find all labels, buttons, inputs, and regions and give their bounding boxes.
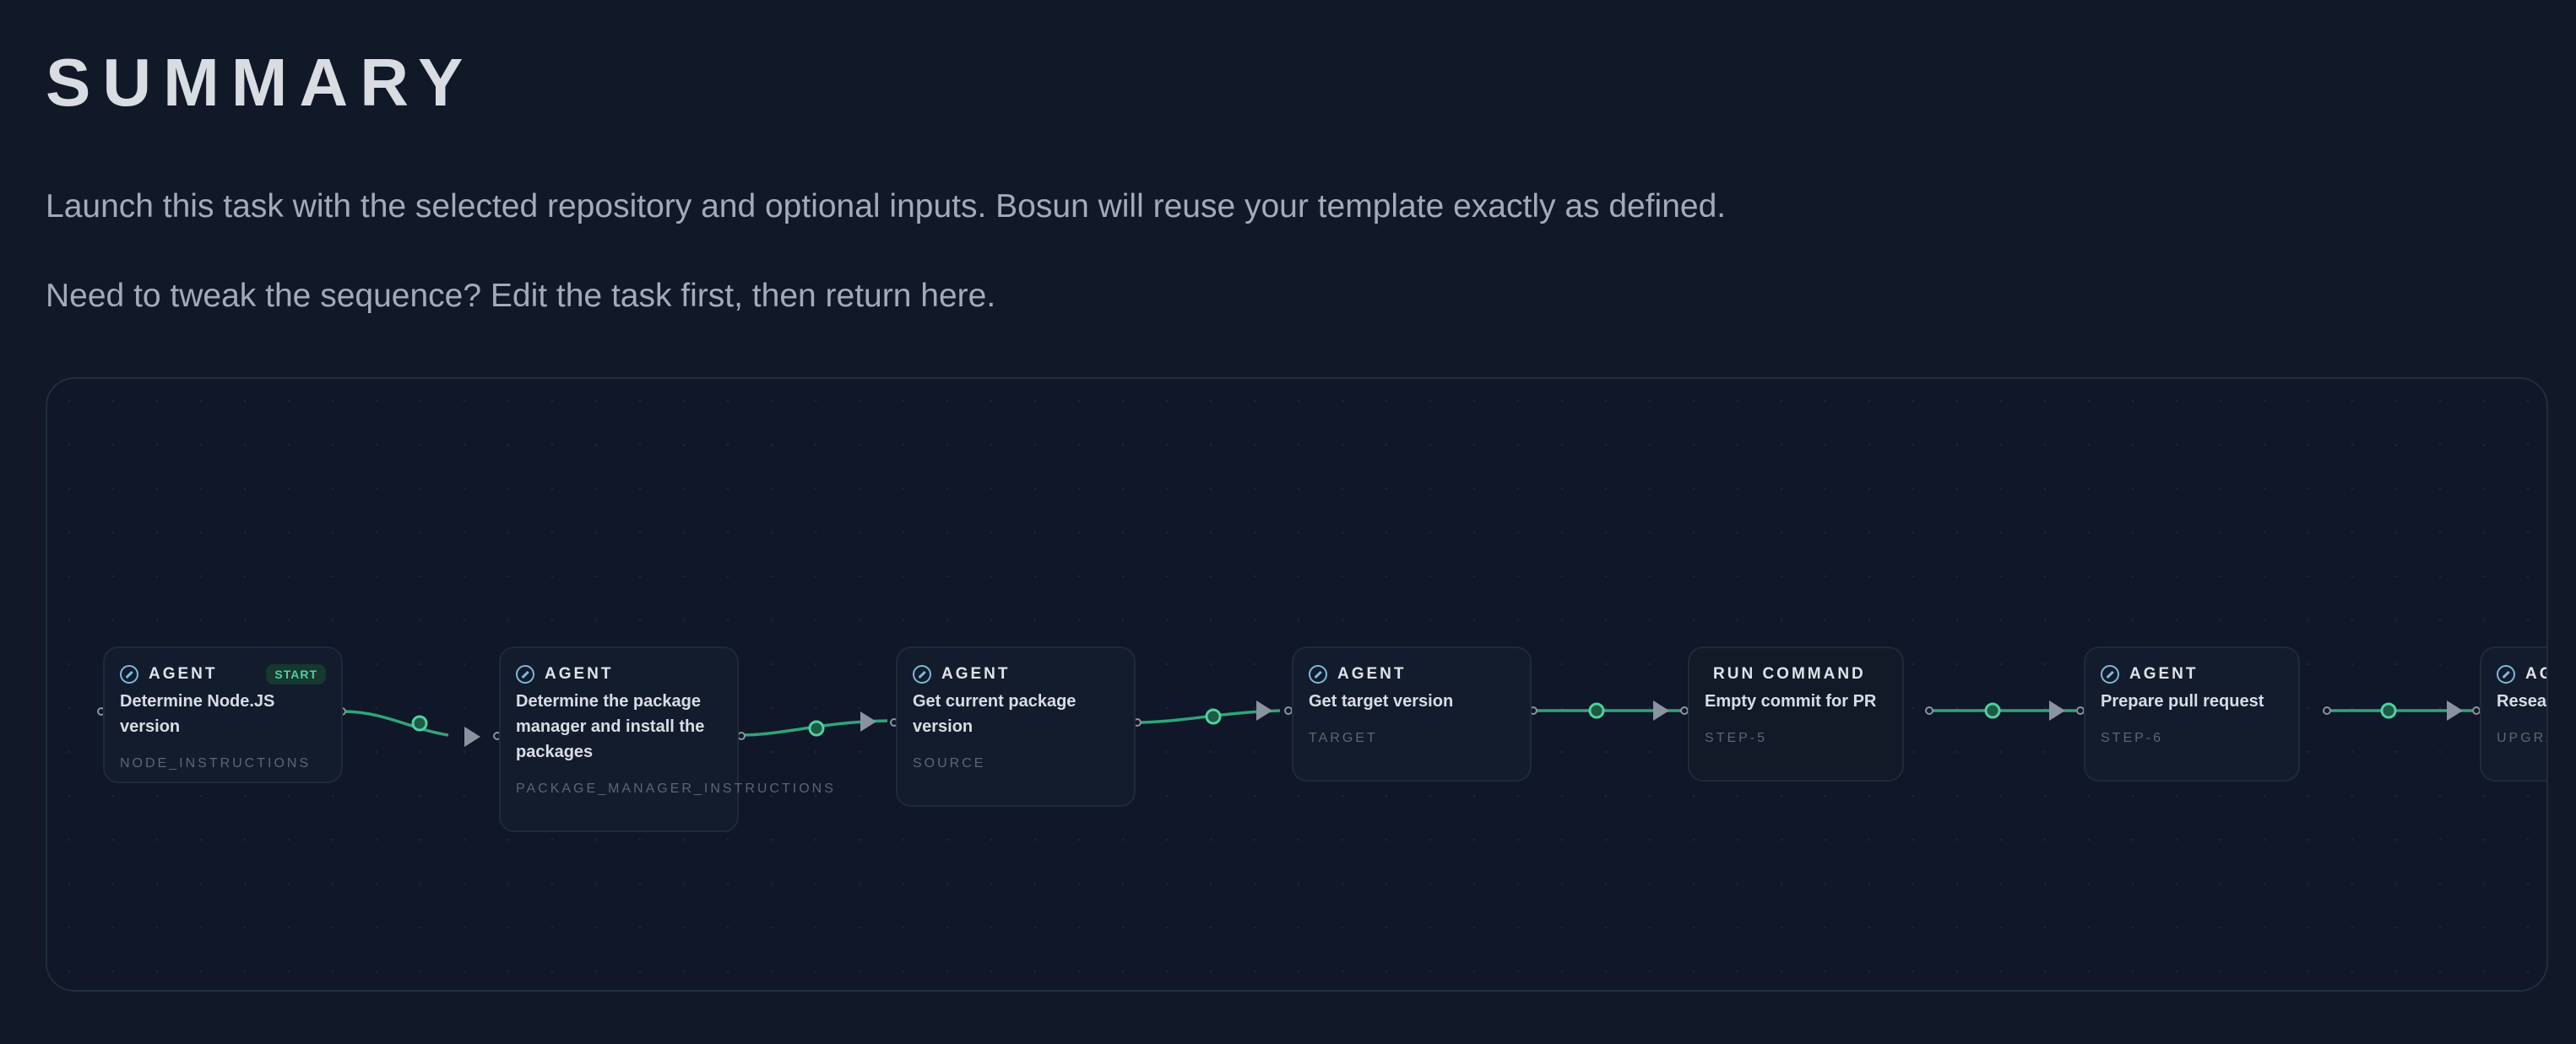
flow-edges (97, 701, 2481, 747)
edge-handle-2[interactable] (808, 720, 825, 737)
flow-node-2[interactable]: AGENT Determine the package manager and … (499, 646, 836, 832)
arrow-1 (464, 727, 480, 747)
flow-node-1[interactable]: AGENT START Determine Node.JS version NO… (103, 646, 343, 783)
edge-handle-4[interactable] (1588, 702, 1605, 719)
node-ref: SOURCE (913, 756, 986, 771)
node-type: AGENT (2129, 665, 2199, 683)
node-ref: PACKAGE_MANAGER_INSTRUCTIONS (516, 782, 836, 796)
compass-icon (516, 665, 534, 684)
node-type: AGENT (941, 665, 1011, 683)
node-title: Determine the package manager and instal… (516, 692, 705, 761)
compass-icon (1309, 665, 1327, 684)
node-ref: UPGRADE (2497, 731, 2546, 745)
node-type: AGENT (1337, 665, 1407, 683)
compass-icon (2101, 665, 2119, 684)
node-type: RUN COMMAND (1713, 665, 1866, 683)
node-ref: TARGET (1309, 731, 1378, 745)
flow-node-5[interactable]: RUN COMMAND Empty commit for PR STEP-5 (1688, 646, 1904, 782)
arrow-5 (2049, 701, 2065, 721)
node-ref: NODE_INSTRUCTIONS (120, 756, 312, 771)
flow-node-3[interactable]: AGENT Get current package version SOURCE (896, 646, 1136, 807)
edge-1 (341, 710, 449, 737)
arrow-4 (1653, 701, 1669, 721)
flow-node-7[interactable]: AGENT Research upgrade UPGRADE (2480, 646, 2546, 782)
node-ref: STEP-5 (1705, 731, 1768, 745)
edge-handle-3[interactable] (1205, 708, 1222, 725)
port (2076, 706, 2085, 715)
node-title: Prepare pull request (2101, 692, 2264, 711)
port (2323, 706, 2331, 715)
flow-node-6[interactable]: AGENT Prepare pull request STEP-6 (2084, 646, 2300, 782)
node-title: Empty commit for PR (1705, 692, 1877, 711)
node-title: Determine Node.JS version (120, 692, 275, 736)
page-title: SUMMARY (46, 45, 475, 120)
port (1284, 706, 1293, 715)
node-title: Research upgrade (2497, 692, 2546, 711)
node-type: AGENT (149, 665, 218, 683)
edge-handle-6[interactable] (2380, 702, 2397, 719)
node-title: Get target version (1309, 692, 1454, 711)
node-type: AGENT (545, 665, 614, 683)
edge-handle-5[interactable] (1984, 702, 2001, 719)
port (1680, 706, 1689, 715)
edge-handle-1[interactable] (411, 715, 428, 732)
arrow-6 (2447, 701, 2463, 721)
port (2472, 706, 2481, 715)
arrow-3 (1256, 701, 1272, 721)
compass-icon (913, 665, 931, 684)
summary-intro: Launch this task with the selected repos… (46, 188, 1727, 224)
node-title: Get current package version (913, 692, 1076, 736)
port (1925, 706, 1933, 715)
compass-icon (120, 665, 138, 684)
arrow-2 (860, 711, 876, 732)
port (737, 732, 746, 740)
start-badge: START (266, 664, 326, 684)
edit-hint: Need to tweak the sequence? Edit the tas… (46, 278, 996, 314)
node-ref: STEP-6 (2101, 731, 2164, 745)
compass-icon (2497, 665, 2515, 684)
flow-node-4[interactable]: AGENT Get target version TARGET (1292, 646, 1532, 782)
flow-canvas[interactable]: AGENT START Determine Node.JS version NO… (46, 377, 2548, 992)
node-type: AGENT (2525, 665, 2546, 683)
